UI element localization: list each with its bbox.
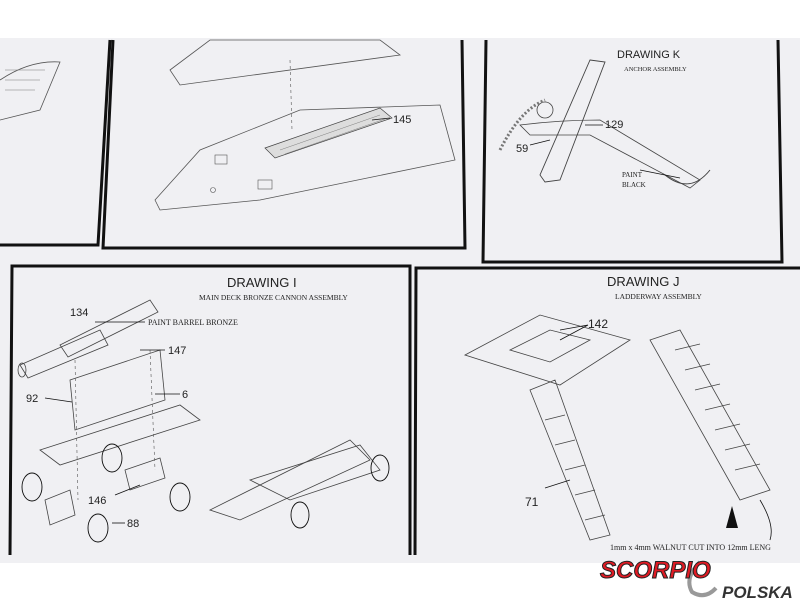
panel-drawing-k bbox=[481, 39, 784, 264]
label-145: 145 bbox=[393, 114, 411, 126]
label-59: 59 bbox=[516, 143, 528, 155]
label-129: 129 bbox=[605, 119, 623, 131]
label-88: 88 bbox=[127, 518, 139, 530]
drawing-i-note: PAINT BARREL BRONZE bbox=[148, 318, 238, 327]
panel-drawing-i bbox=[8, 264, 412, 556]
logo-brand: SCORPIO bbox=[600, 557, 711, 584]
label-71: 71 bbox=[525, 495, 539, 509]
paper-sheet bbox=[0, 38, 800, 563]
drawing-k-title: DRAWING K bbox=[617, 49, 681, 61]
arrow-icon bbox=[726, 506, 738, 528]
label-147: 147 bbox=[168, 345, 186, 357]
label-142: 142 bbox=[588, 317, 608, 331]
drawing-i-title: DRAWING I bbox=[227, 275, 297, 290]
panel-drawing-j bbox=[413, 266, 800, 556]
drawing-j-subtitle: LADDERWAY ASSEMBLY bbox=[615, 292, 702, 301]
label-134: 134 bbox=[70, 307, 88, 319]
panel-top-middle bbox=[101, 39, 467, 250]
scorpio-polska-logo: SCORPIO POLSKA bbox=[600, 557, 793, 600]
label-6: 6 bbox=[182, 389, 188, 401]
label-92: 92 bbox=[26, 393, 38, 405]
drawing-i-subtitle: MAIN DECK BRONZE CANNON ASSEMBLY bbox=[199, 293, 348, 302]
panel-top-left bbox=[0, 39, 112, 247]
drawing-j-title: DRAWING J bbox=[607, 274, 679, 289]
drawing-k-note-2: BLACK bbox=[622, 181, 646, 189]
drawing-j-note: 1mm x 4mm WALNUT CUT INTO 12mm LENG bbox=[610, 543, 771, 552]
logo-sub: POLSKA bbox=[722, 583, 793, 600]
drawing-k-note-1: PAINT bbox=[622, 171, 643, 179]
drawing-k-subtitle: ANCHOR ASSEMBLY bbox=[624, 66, 687, 73]
label-146: 146 bbox=[88, 495, 106, 507]
